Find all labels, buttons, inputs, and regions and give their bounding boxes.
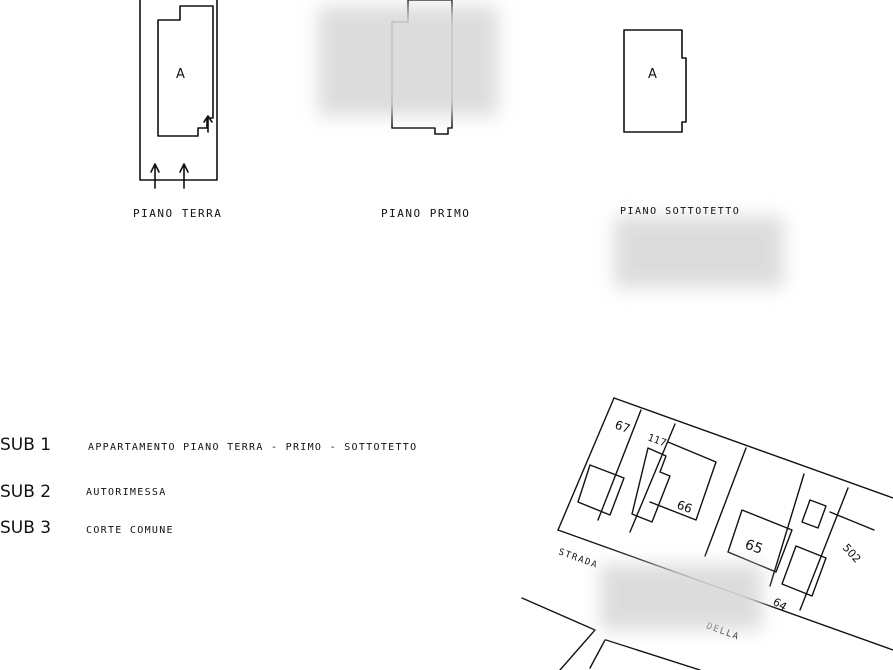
building-67 [577, 464, 625, 516]
attic-floor-plan [623, 29, 687, 133]
ground-building-outline [157, 5, 214, 137]
parcel-numbers: 67 117 66 65 502 64 [613, 418, 864, 614]
attic-floor-label: PIANO SOTTOTETTO [620, 206, 741, 217]
parcel-divider-502 [799, 487, 849, 611]
attic-unit-mark: A [648, 67, 657, 82]
street-label-left: STRADA [557, 547, 599, 571]
parcel-number-117: 117 [646, 432, 668, 449]
road-edge-west [521, 597, 596, 670]
redaction-first-floor [318, 6, 498, 116]
site-strip-left-edge [557, 397, 615, 531]
site-strip-top-edge [613, 397, 893, 499]
parcel-divider-66-65 [704, 447, 747, 557]
road-curb [589, 639, 606, 669]
parcel-number-67: 67 [613, 418, 632, 436]
legend-desc-sub2: AUTORIMESSA [86, 487, 167, 498]
ground-floor-label: PIANO TERRA [133, 207, 223, 220]
ground-lot-boundary [139, 0, 218, 181]
parcel-number-64: 64 [771, 595, 790, 613]
block-502-inner-line [829, 511, 875, 531]
legend-desc-sub3: CORTE COMUNE [86, 525, 174, 536]
lot-access-arrow-1 [150, 163, 160, 189]
road-edge-south [605, 639, 701, 670]
ground-unit-mark: A [176, 67, 185, 82]
building-64 [781, 545, 827, 597]
unit-marks: A A [176, 67, 657, 82]
parcel-number-66: 66 [675, 498, 694, 516]
building-117 [631, 447, 671, 523]
parcel-number-502: 502 [840, 541, 864, 565]
legend-code-sub2: SUB 2 [0, 482, 52, 502]
redaction-attic-label [614, 216, 784, 288]
parcel-divider-67-117 [597, 409, 642, 521]
legend-code-sub3: SUB 3 [0, 518, 52, 538]
redaction-site-map [600, 564, 762, 630]
legend-desc-sub1: APPARTAMENTO PIANO TERRA - PRIMO - SOTTO… [88, 442, 418, 453]
building-64-annex [801, 499, 827, 529]
building-entrance-arrow [203, 115, 213, 133]
parcel-divider-65-64 [769, 473, 805, 587]
legend-code-sub1: SUB 1 [0, 435, 52, 455]
ground-floor-plan [139, 0, 218, 189]
lot-access-arrow-2 [179, 163, 189, 189]
parcel-number-65: 65 [743, 537, 765, 558]
first-floor-label: PIANO PRIMO [381, 207, 471, 220]
building-65 [727, 509, 793, 573]
building-66 [649, 441, 717, 521]
attic-floor-outline [623, 29, 687, 133]
